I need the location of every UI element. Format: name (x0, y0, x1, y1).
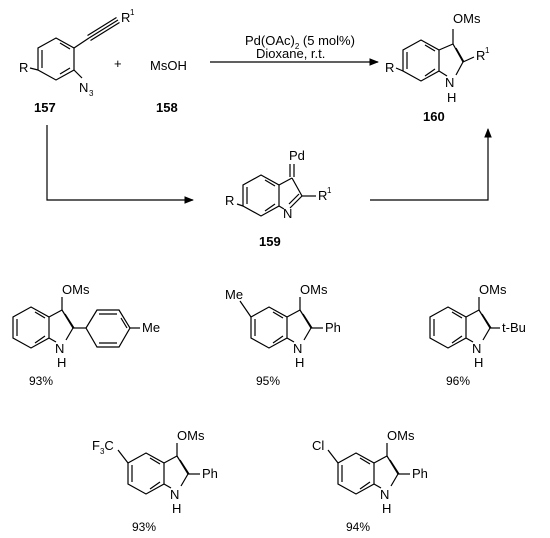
example-3-structure (429, 297, 500, 349)
example-2-structure (239, 297, 323, 349)
azide-label: N (79, 80, 88, 95)
r1-substituent: R (121, 10, 130, 25)
product-160-oms: OMs (453, 11, 481, 26)
palladium-label: Pd (289, 148, 305, 163)
example-2-ph: Ph (325, 320, 341, 335)
example-5-n: N (380, 487, 389, 502)
intermediate-159-structure (236, 164, 316, 217)
example-2-me: Me (225, 287, 243, 302)
example-1-n: N (55, 341, 64, 356)
example-3-yield: 96% (446, 374, 470, 388)
example-1-oms: OMs (62, 282, 90, 297)
compound-157-structure (29, 16, 120, 81)
intermediate-159-r1-sup: 1 (327, 186, 332, 195)
example-4-cf3: F3C (92, 438, 114, 456)
example-2-n: N (293, 341, 302, 356)
example-5-oms: OMs (387, 428, 415, 443)
example-5-yield: 94% (346, 520, 370, 534)
r-substituent: R (19, 60, 28, 75)
intermediate-159-r1: R (318, 188, 327, 203)
intermediate-159-r: R (225, 193, 234, 208)
example-2-yield: 95% (256, 374, 280, 388)
example-4-ph: Ph (202, 466, 218, 481)
example-3-h: H (474, 355, 483, 370)
example-4-oms: OMs (177, 428, 205, 443)
example-2-oms: OMs (300, 282, 328, 297)
example-5-ph: Ph (412, 466, 428, 481)
example-5-structure (327, 443, 410, 495)
example-4-structure (117, 443, 200, 495)
r1-superscript: 1 (130, 8, 135, 17)
example-1-yield: 93% (29, 374, 53, 388)
intermediate-159-n: N (283, 206, 292, 221)
example-4-n: N (170, 487, 179, 502)
compound-158-label: 158 (156, 100, 178, 115)
azide-subscript: 3 (89, 89, 94, 98)
product-160-r: R (385, 60, 394, 75)
catalyst-label: Pd(OAc)2 (5 mol%) (245, 33, 355, 51)
plus-sign: + (114, 56, 122, 71)
path-arrow-to-159 (46, 125, 194, 204)
product-160-h: H (447, 90, 456, 105)
example-5-cl: Cl (312, 438, 324, 453)
example-1-h: H (57, 355, 66, 370)
compound-160-label: 160 (423, 109, 445, 124)
product-160-r1: R (476, 48, 485, 63)
example-5-h: H (382, 501, 391, 516)
path-arrow-to-160 (370, 128, 492, 201)
example-3-oms: OMs (479, 282, 507, 297)
msoh-reagent: MsOH (150, 58, 187, 73)
example-4-h: H (172, 501, 181, 516)
example-2-h: H (295, 355, 304, 370)
conditions-label: Dioxane, r.t. (256, 46, 325, 61)
example-3-tbu: t-Bu (502, 320, 526, 335)
example-1-structure (12, 297, 140, 349)
compound-160-structure (395, 29, 475, 82)
example-3-n: N (472, 341, 481, 356)
product-160-r1-sup: 1 (485, 46, 490, 55)
product-160-n: N (445, 75, 454, 90)
example-4-yield: 93% (132, 520, 156, 534)
compound-157-label: 157 (34, 100, 56, 115)
compound-159-label: 159 (259, 234, 281, 249)
example-1-me: Me (142, 320, 160, 335)
